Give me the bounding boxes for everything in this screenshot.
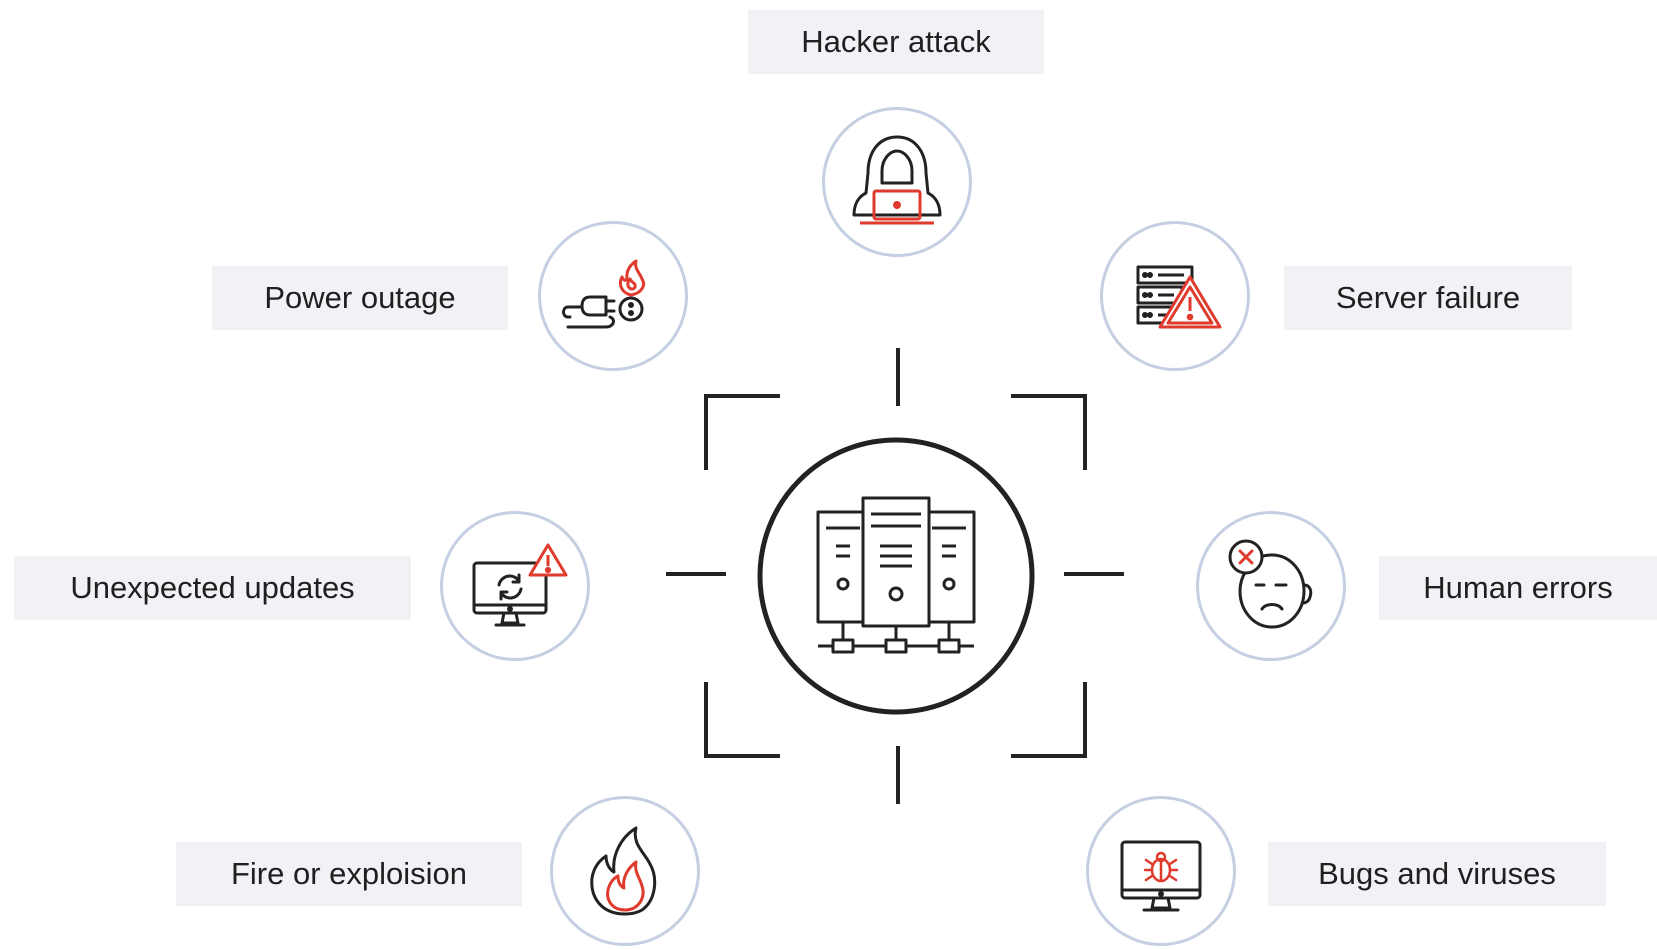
label-power-outage: Power outage xyxy=(212,266,508,330)
sad-face-error-icon xyxy=(1228,539,1313,629)
unexpected-updates-label: Unexpected updates xyxy=(70,570,355,605)
corner-bracket-top-right xyxy=(1011,394,1087,470)
main-server-circle xyxy=(757,437,1035,715)
corner-bracket-bottom-left xyxy=(704,682,780,758)
node-fire-or-explosion xyxy=(550,796,700,946)
human-errors-label: Human errors xyxy=(1423,570,1613,605)
label-hacker-attack: Hacker attack xyxy=(748,10,1044,74)
monitor-update-warning-icon xyxy=(472,543,568,627)
fire-or-explosion-label: Fire or exploision xyxy=(230,856,468,891)
label-bugs-and-viruses: Bugs and viruses xyxy=(1268,842,1606,906)
burning-plug-icon xyxy=(562,259,646,329)
power-outage-label: Power outage xyxy=(264,280,456,315)
flame-icon xyxy=(590,826,657,916)
node-power-outage xyxy=(538,221,688,371)
label-human-errors: Human errors xyxy=(1379,556,1657,620)
server-failure-label: Server failure xyxy=(1335,280,1521,315)
label-unexpected-updates: Unexpected updates xyxy=(14,556,411,620)
node-server-failure xyxy=(1100,221,1250,371)
hooded-hacker-laptop-icon xyxy=(852,135,942,225)
corner-bracket-top-left xyxy=(704,394,780,470)
node-hacker-attack xyxy=(822,107,972,257)
label-server-failure: Server failure xyxy=(1284,266,1572,330)
node-bugs-and-viruses xyxy=(1086,796,1236,946)
monitor-bug-icon xyxy=(1120,840,1202,912)
hacker-attack-label: Hacker attack xyxy=(801,24,991,59)
server-warning-icon xyxy=(1136,265,1222,329)
server-rack-icon xyxy=(816,496,976,654)
node-human-errors xyxy=(1196,511,1346,661)
corner-bracket-bottom-right xyxy=(1011,682,1087,758)
label-fire-or-explosion: Fire or exploision xyxy=(176,842,522,906)
node-unexpected-updates xyxy=(440,511,590,661)
bugs-and-viruses-label: Bugs and viruses xyxy=(1318,856,1556,891)
